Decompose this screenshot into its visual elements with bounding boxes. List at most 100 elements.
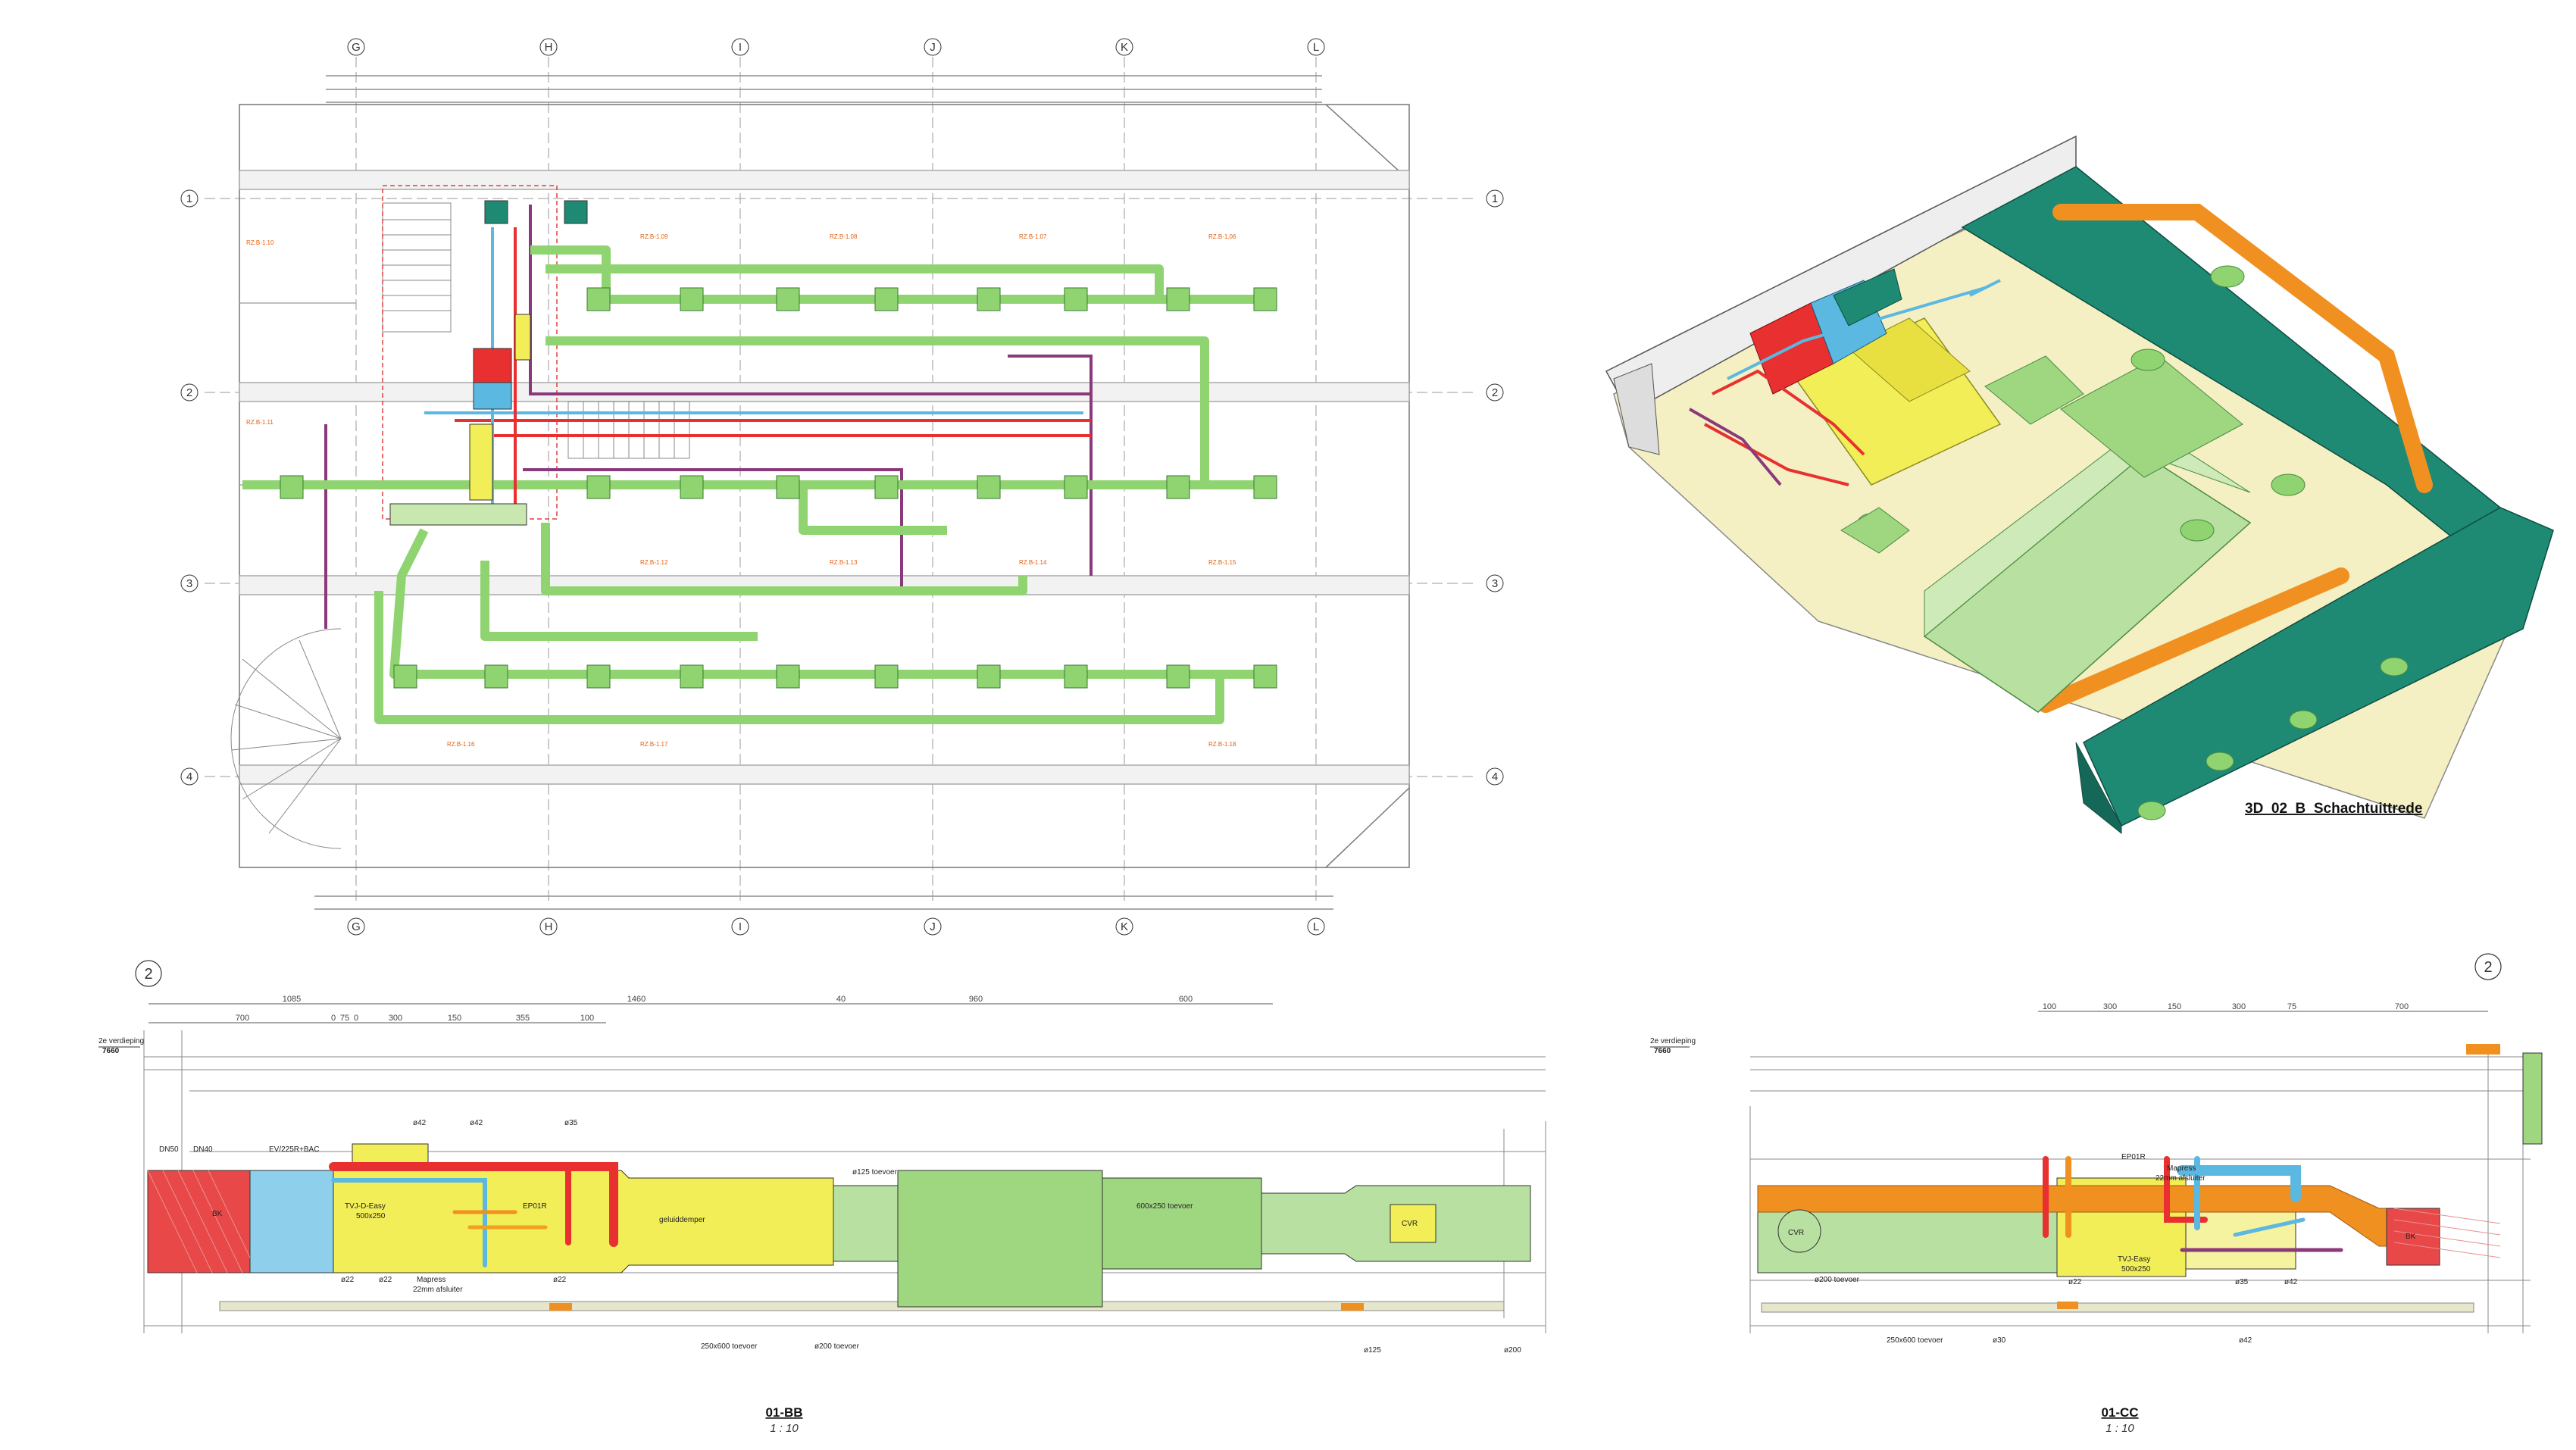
grid-label: 3 (186, 577, 192, 590)
iso-view: 3D_02_B_Schachtuittrede (1605, 135, 2554, 835)
label: EV/225R+BAC (269, 1145, 319, 1154)
label: ø125 (1364, 1346, 1381, 1355)
iso-green-cylinders (1857, 265, 2409, 820)
section-cc-bk (2386, 1208, 2440, 1266)
dim-text: 300 (389, 1014, 402, 1023)
section-bb-yellow-main (333, 1170, 834, 1273)
iso-yellow-unit2 (1848, 317, 1971, 402)
iso-green-box-top (1924, 423, 2251, 638)
dim-text: 700 (2395, 1002, 2409, 1011)
room-tag: RZ.B-1.08 (830, 233, 858, 240)
section-bb-green-box2 (1102, 1177, 1262, 1270)
orange-marker (1341, 1303, 1364, 1311)
label: DN40 (193, 1145, 213, 1154)
section-cc-orange-cap (2466, 1044, 2500, 1055)
room-tag: RZ.B-1.09 (640, 233, 668, 240)
grid-label: G (352, 41, 361, 54)
iso-green-duct2 (1984, 355, 2084, 425)
plan-top-dimensions (314, 75, 1333, 910)
section-cc-title: 01-CC (2101, 1405, 2138, 1420)
dim-text: 150 (2168, 1002, 2181, 1011)
label: ø22 (2068, 1278, 2082, 1286)
dim-text: 600 (1179, 995, 1193, 1004)
iso-orange-pipes (2037, 204, 2433, 713)
label: geluiddemper (659, 1216, 705, 1224)
plan-equipment (389, 200, 588, 526)
label: ø22 (553, 1276, 567, 1284)
label: ø35 (564, 1119, 578, 1127)
dim-text: 100 (580, 1014, 594, 1023)
label: ø42 (2239, 1336, 2252, 1345)
label: Mapress (2167, 1164, 2196, 1173)
grid-bubbles-top: G H I J K L (347, 38, 1325, 56)
iso-green-duct (2060, 355, 2243, 478)
section-bb-blue (249, 1170, 334, 1273)
section-cc-scale: 1 : 10 (2106, 1422, 2134, 1435)
grid-label: 1 (1492, 192, 1498, 205)
level-name: 2e verdieping (1650, 1037, 1696, 1045)
dim-text: 1460 (627, 995, 646, 1004)
orange-marker (549, 1303, 572, 1311)
grid-label: K (1121, 920, 1128, 933)
section-cc: 2 100 300 150 300 75 700 2e verdieping 7… (1650, 953, 2543, 1435)
label: ø42 (2284, 1278, 2298, 1286)
label: ø200 toevoer (814, 1342, 860, 1351)
label: ø42 (470, 1119, 483, 1127)
room-tag: RZ.B-1.17 (640, 741, 668, 748)
grid-label: L (1313, 41, 1319, 54)
dim-text: 960 (969, 995, 983, 1004)
spiral-stair (230, 628, 342, 849)
label: 500x250 (356, 1212, 386, 1220)
grid-label: H (545, 41, 553, 54)
grid-label: 1 (186, 192, 192, 205)
building-outline (239, 104, 1410, 868)
stair (382, 202, 690, 459)
dim-text: 700 (236, 1014, 249, 1023)
dim-text: 40 (836, 995, 846, 1004)
section-bb-title: 01-BB (765, 1405, 802, 1420)
dim-text: 300 (2232, 1002, 2246, 1011)
iso-side-wall (1613, 363, 1660, 455)
grid-label: 4 (186, 770, 192, 783)
section-cc-hatch (2393, 1208, 2501, 1258)
grid-label: 4 (1492, 770, 1498, 783)
grid-label: K (1121, 41, 1128, 54)
label: CVR (1788, 1229, 1804, 1237)
green-ducts (242, 245, 1273, 724)
label: Mapress (417, 1276, 445, 1284)
label: TVJ-Easy (2118, 1255, 2150, 1264)
label: ø30 (1993, 1336, 2006, 1345)
grid-label: I (739, 41, 742, 54)
label: 22mm afsluiter (413, 1286, 463, 1294)
section-bb-dim-lines (148, 1003, 1273, 1023)
room-tag: RZ.B-1.15 (1208, 559, 1236, 566)
dim-text: 75 (2287, 1002, 2296, 1011)
grid-bubbles-right: 1 2 3 4 (1486, 189, 1504, 786)
level-name: 2e verdieping (98, 1037, 144, 1045)
label: CVR (1402, 1220, 1418, 1228)
iso-teal-beam-lower (2075, 742, 2122, 835)
section-bb-hatch (147, 1170, 251, 1273)
dim-text: 150 (448, 1014, 461, 1023)
dim-text: 75 (340, 1014, 349, 1023)
section-cc-pipes (2043, 1156, 2343, 1252)
room-tags: RZ.B-1.10 RZ.B-1.09 RZ.B-1.08 RZ.B-1.07 … (246, 233, 1236, 748)
iso-teal-box (1833, 268, 1902, 327)
section-bb-cvr (1390, 1204, 1436, 1243)
label: EP01R (523, 1202, 547, 1211)
room-tag: RZ.B-1.16 (447, 741, 475, 748)
grid-label: G (352, 920, 361, 933)
label: ø42 (413, 1119, 427, 1127)
label: ø22 (341, 1276, 355, 1284)
dim-text: 100 (2043, 1002, 2056, 1011)
section-bb-green-duct (833, 1185, 899, 1262)
section-bb-green-box (897, 1170, 1103, 1308)
room-tag: RZ.B-1.12 (640, 559, 668, 566)
room-tag: RZ.B-1.18 (1208, 741, 1236, 748)
grid-label: 2 (1492, 386, 1498, 399)
section-cc-cvr-shape (1777, 1209, 1821, 1253)
section-bb: 2 1085 1460 40 960 600 700 0 75 0 300 15… (98, 960, 1546, 1435)
label: ø22 (379, 1276, 392, 1284)
label: TVJ-D-Easy (345, 1202, 386, 1211)
section-cc-yellow2 (2185, 1204, 2296, 1270)
